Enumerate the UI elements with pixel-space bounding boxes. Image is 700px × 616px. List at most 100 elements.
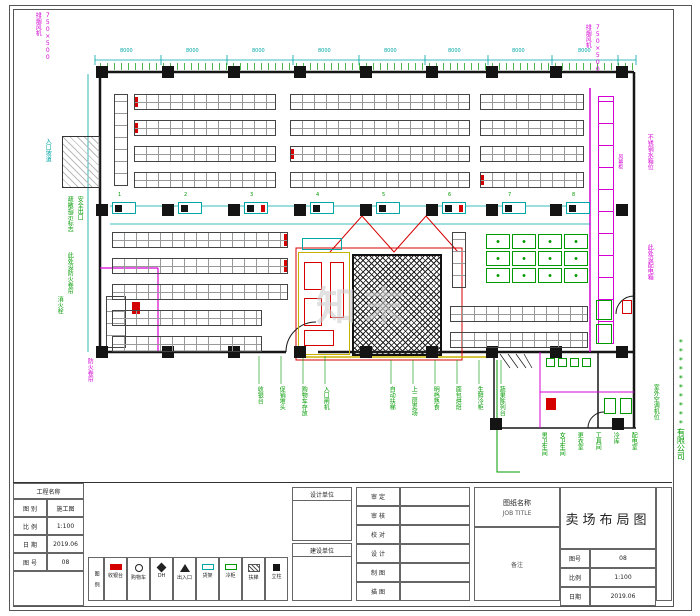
produce-table [538,268,562,283]
checkout-number: 5 [382,192,386,198]
annotation-zone: 面包烘焙 [454,386,462,410]
dimension-label: 8000 [252,48,265,54]
structural-column [616,204,628,216]
washbasin [582,358,591,367]
checkout-number: 3 [250,192,254,198]
sheet-border-outer [9,5,692,611]
gondola-shelf-row [134,94,276,110]
structural-column [486,66,498,78]
legend-label: 立柱 [271,574,282,580]
gondola-shelf-row [134,120,276,136]
tb-left-label: 比 例 [13,517,47,535]
gondola-shelf-row [112,284,288,300]
structural-column [162,66,174,78]
annotation-zone: 生鲜冷柜 [476,386,484,410]
gondola-shelf-row [112,336,262,352]
structural-column [550,204,562,216]
dimension-label: 8000 [318,48,331,54]
checkout-number: 6 [448,192,452,198]
produce-table [512,268,536,283]
end-rack [452,232,466,288]
structural-column [550,66,562,78]
green-rect-icon [224,564,237,570]
checkout-stand [178,202,202,214]
annotation-zone: 自动扶梯 [388,386,396,410]
structural-column [294,204,306,216]
gondola-shelf-row [480,120,584,136]
annotation-room: 工具间 [594,432,602,450]
gondola-shelf-row [112,258,288,274]
checkout-stand [502,202,526,214]
dh-icon [156,562,167,573]
gondola-shelf-row [480,172,584,188]
annotation-ramp: 入口坡道 [44,138,52,162]
end-rack [114,94,128,186]
legend-label: 扶梯 [248,575,259,581]
tri-icon [179,564,190,572]
gondola-shelf-row [112,310,262,326]
structural-column [426,346,438,358]
checkout-number: 8 [572,192,576,198]
fixture [596,324,612,344]
structural-column [486,346,498,358]
gondola-shelf-row [134,146,276,162]
legend-item: 收银台 [104,557,127,601]
structural-column [228,66,240,78]
tb-left-value: 2019.06 [47,535,84,553]
checkout-stand [566,202,590,214]
checkout-stand [244,202,268,214]
service-room [298,252,350,355]
company-name: **********有限公司 [676,338,686,460]
legend-label: 出入口 [176,575,192,581]
stall [620,398,632,414]
structural-column [294,346,306,358]
produce-table [538,234,562,249]
col-sq-icon [273,564,280,571]
annotation-zone: 入口闸机 [322,386,330,410]
legend-label: 货架 [202,573,213,579]
tb-right-label: 日期 [560,587,590,606]
drawing-title: 卖场布局图 [560,487,656,549]
annotation-fan-tl-size: 750×500 [44,12,52,61]
circle-icon [134,564,143,572]
drawing-name-label: 图纸名称 [503,498,531,507]
checkout-stand [310,202,334,214]
washbasin [546,358,555,367]
fixture [132,302,140,314]
title-block: 工程名称 设计单位 建设单位 图纸名称 JOB TITLE 备注 卖场布局图 图… [13,482,672,606]
cyan-rect-icon [201,564,214,570]
fixture [304,330,334,346]
note-cell: 备注 [474,527,560,601]
produce-table [564,268,588,283]
gondola-shelf-row [450,306,588,322]
tb-left-label: 图 别 [13,499,47,517]
counter [302,238,342,250]
gondola-shelf-row [290,120,470,136]
fixture [622,300,632,314]
structural-column [360,346,372,358]
produce-table [512,251,536,266]
stall [604,398,616,414]
produce-table [512,234,536,249]
legend-label: 购物车 [130,575,146,581]
legend-item: DH [150,557,173,601]
produce-table [486,234,510,249]
design-unit-label: 设计单位 [292,487,352,501]
dimension-label: 8000 [512,48,525,54]
legend-item: 购物车 [127,557,150,601]
structural-column [96,66,108,78]
structural-column [228,204,240,216]
annotation-zone: 明档熟食 [432,386,440,410]
gondola-shelf-row [134,172,276,188]
produce-table [564,234,588,249]
gondola-shelf-row [450,332,588,348]
checkout-number: 4 [316,192,320,198]
entrance-ramp [62,136,100,188]
structural-column [550,346,562,358]
sheet-border-inner [13,9,674,607]
annotation-fire-curtain: 此处设防火卷帘 [66,252,74,294]
structural-column [360,204,372,216]
checkout-number: 7 [508,192,512,198]
fixture [546,398,556,410]
annotation-power-box: 此处设配电箱 [646,244,654,280]
